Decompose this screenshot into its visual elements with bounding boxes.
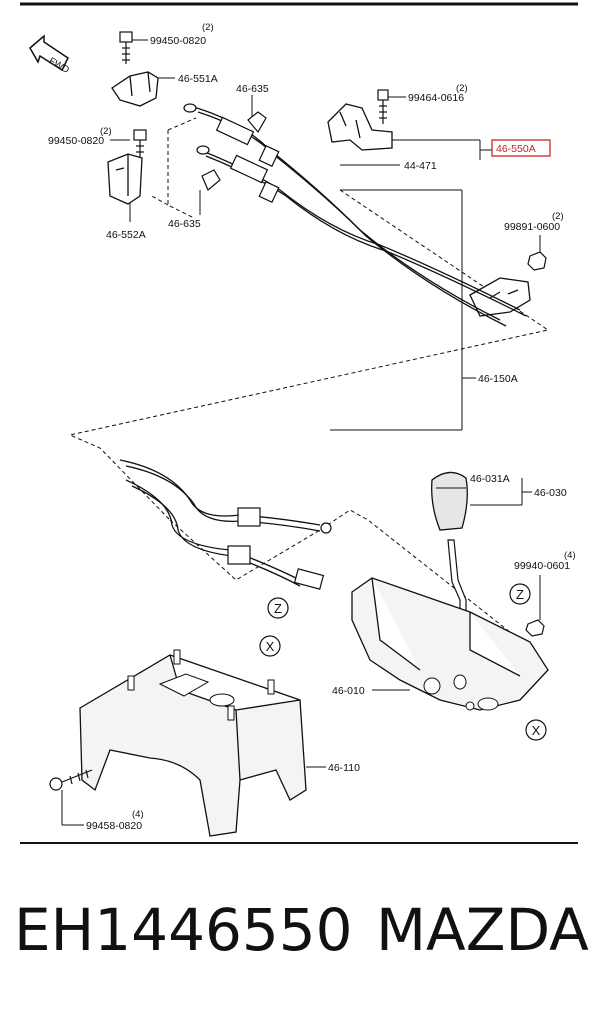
qty-p10: (2) [552, 211, 564, 222]
shift-knob [431, 471, 468, 531]
label-p12: 46-031A [470, 473, 510, 485]
dashed-routing-outline-2 [169, 509, 521, 641]
nut-icon [525, 619, 545, 637]
footer: EH1446550 MAZDA [0, 895, 600, 985]
label-p7: 44-471 [404, 160, 437, 172]
part-labels: (2) 99450-0820 46-551A 46-635 (2) 99464-… [48, 22, 576, 832]
brand-name: MAZDA [376, 896, 589, 964]
bolt-icon [133, 129, 147, 160]
bolt-icon [49, 769, 93, 791]
bracket-46-550a [327, 103, 393, 151]
qty-p17: (4) [132, 809, 144, 820]
svg-text:X: X [532, 723, 541, 738]
svg-text:X: X [266, 639, 275, 654]
svg-text:Z: Z [516, 587, 524, 602]
qty-p14: (4) [564, 550, 576, 561]
label-p5: 99450-0820 [48, 135, 104, 147]
bracket-46-552a [107, 153, 143, 205]
clip-46-635 [201, 169, 221, 191]
nut-icon [527, 251, 547, 271]
label-p8: 46-552A [106, 229, 146, 241]
housing-details [423, 674, 499, 711]
part-number: EH1446550 [14, 896, 353, 964]
label-p11: 46-150A [478, 373, 518, 385]
cable-end-fittings [183, 103, 332, 590]
label-p16: 46-110 [328, 762, 360, 774]
qty-p1: (2) [202, 22, 214, 33]
label-p3: 46-635 [236, 83, 269, 95]
label-p14: 99940-0601 [514, 560, 570, 572]
cable-bracket [469, 277, 531, 317]
qty-p5: (2) [100, 126, 112, 137]
console-opening [158, 673, 210, 697]
callout-z: Z [267, 597, 289, 619]
label-p6: 46-550A [496, 143, 536, 155]
label-p13: 46-030 [534, 487, 567, 499]
label-p2: 46-551A [178, 73, 218, 85]
label-p10: 99891-0600 [504, 221, 560, 233]
shift-housing-46-010 [351, 577, 549, 711]
callout-x: X [525, 719, 547, 741]
label-p1: 99450-0820 [150, 35, 206, 47]
bolt-icon [119, 31, 133, 64]
bolt-icon [377, 89, 389, 124]
label-p17: 99458-0820 [86, 820, 142, 832]
dashed-routing-outline [68, 117, 550, 521]
callout-z: Z [509, 583, 531, 605]
label-p4: 99464-0616 [408, 92, 464, 104]
clip-46-635 [247, 111, 267, 134]
parts-diagram: FWD [20, 2, 578, 844]
fwd-arrow-icon: FWD [29, 34, 71, 76]
label-p15: 46-010 [332, 685, 365, 697]
label-p9: 46-635 [168, 218, 201, 230]
qty-p4: (2) [456, 83, 468, 94]
highlight-box-46-550a [491, 139, 551, 157]
bracket-46-551a [111, 71, 159, 107]
svg-text:Z: Z [274, 601, 282, 616]
callout-x: X [259, 635, 281, 657]
console-bracket-46-110 [79, 654, 307, 837]
stud-icons [127, 649, 275, 721]
console-hole [209, 693, 235, 707]
leader-lines [61, 39, 541, 826]
